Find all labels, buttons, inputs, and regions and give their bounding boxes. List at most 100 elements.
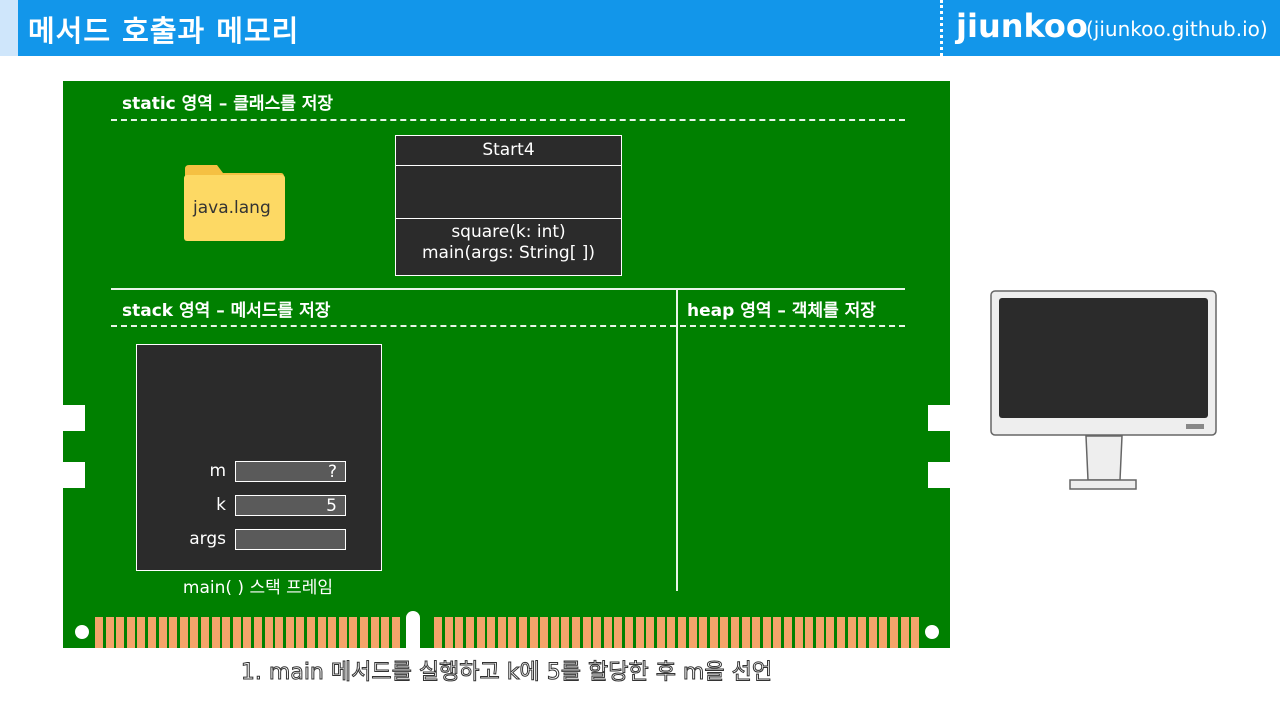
connector-pin	[529, 617, 538, 648]
board-notch-right-bottom	[928, 462, 950, 488]
connector-pin	[847, 617, 856, 648]
stack-area-label: stack 영역 – 메서드를 저장	[122, 301, 331, 321]
connector-pin	[837, 617, 845, 648]
heap-area-label: heap 영역 – 객체를 저장	[687, 301, 876, 321]
connector-pin	[879, 617, 888, 648]
brand-url[interactable]: (jiunkoo.github.io)	[1086, 17, 1268, 41]
stack-heap-divider	[676, 289, 678, 591]
connector-pin	[126, 617, 135, 648]
connector-pin	[709, 617, 718, 648]
connector-pin	[762, 617, 771, 648]
connector-pin	[116, 617, 125, 648]
page-title: 메서드 호출과 메모리	[28, 14, 300, 48]
connector-pin	[890, 617, 898, 648]
board-notch-left-bottom	[63, 462, 85, 488]
class-fields	[396, 166, 621, 219]
connector-pin	[593, 617, 602, 648]
variable-value	[235, 529, 346, 550]
connector-pin	[317, 617, 326, 648]
connector-pin	[868, 617, 877, 648]
mount-hole-left	[75, 625, 89, 639]
connector-pin	[232, 617, 241, 648]
connector-pin	[911, 617, 920, 648]
heap-area-divider	[680, 325, 905, 327]
variable-name: k	[216, 495, 226, 515]
board-notch-left-top	[63, 405, 85, 431]
connector-pin	[201, 617, 209, 648]
connector-pin	[444, 617, 453, 648]
connector-pin	[360, 617, 368, 648]
connector-pin	[572, 617, 580, 648]
board-key-notch	[406, 611, 420, 649]
class-method: main(args: String[ ])	[421, 243, 596, 263]
connector-pin	[550, 617, 559, 648]
header-accent	[0, 0, 18, 56]
static-area-divider	[111, 119, 905, 121]
connector-pin	[370, 617, 379, 648]
connector-pin	[900, 617, 909, 648]
mount-hole-right	[925, 625, 939, 639]
header-divider	[940, 0, 943, 56]
connector-pin	[519, 617, 527, 648]
connector-pin	[222, 617, 231, 648]
stack-area-divider	[111, 325, 676, 327]
connector-pin	[741, 617, 750, 648]
connector-pin	[338, 617, 347, 648]
stack-frame-caption: main( ) 스택 프레임	[182, 578, 334, 598]
variable-value: ?	[235, 461, 346, 482]
connector-pin	[805, 617, 814, 648]
connector-pin	[328, 617, 337, 648]
connector-pin	[105, 617, 114, 648]
connector-pin	[349, 617, 358, 648]
connector-pin	[243, 617, 252, 648]
connector-pin	[296, 617, 305, 648]
connector-pin	[307, 617, 315, 648]
connector-pin	[391, 617, 400, 648]
connector-pins	[95, 617, 920, 648]
connector-pin	[434, 617, 443, 648]
connector-pin	[211, 617, 220, 648]
connector-pin	[752, 617, 761, 648]
connector-pin	[497, 617, 506, 648]
connector-pin	[95, 617, 103, 648]
connector-pin	[720, 617, 729, 648]
region-divider	[111, 288, 905, 290]
connector-pin	[614, 617, 623, 648]
variable-name: args	[189, 529, 226, 549]
connector-pin	[858, 617, 867, 648]
connector-pin	[784, 617, 792, 648]
connector-pin	[635, 617, 644, 648]
folder-icon	[184, 165, 285, 241]
connector-pin	[476, 617, 485, 648]
connector-pin	[508, 617, 517, 648]
connector-pin	[731, 617, 739, 648]
board-notch-right-top	[928, 405, 950, 431]
connector-pin	[254, 617, 262, 648]
static-area-label: static 영역 – 클래스를 저장	[122, 94, 334, 114]
monitor-icon	[990, 290, 1217, 490]
connector-pin	[773, 617, 782, 648]
connector-pin	[466, 617, 474, 648]
connector-pin	[582, 617, 591, 648]
class-box: Start4 square(k: int) main(args: String[…	[395, 135, 622, 276]
step-caption: 1. main 메서드를 실행하고 k에 5를 할당한 후 m을 선언	[240, 660, 773, 686]
class-name: Start4	[396, 136, 621, 166]
brand-name: jiunkoo	[956, 7, 1088, 45]
class-methods: square(k: int) main(args: String[ ])	[396, 222, 621, 264]
connector-pin	[826, 617, 835, 648]
connector-pin	[285, 617, 294, 648]
connector-pin	[667, 617, 676, 648]
connector-pin	[148, 617, 156, 648]
connector-pin	[794, 617, 803, 648]
connector-pin	[264, 617, 273, 648]
connector-pin	[381, 617, 390, 648]
connector-pin	[688, 617, 697, 648]
connector-pin	[455, 617, 464, 648]
connector-pin	[137, 617, 146, 648]
connector-pin	[656, 617, 665, 648]
connector-pin	[603, 617, 612, 648]
connector-pin	[190, 617, 199, 648]
connector-pin	[179, 617, 188, 648]
connector-pin	[678, 617, 686, 648]
connector-pin	[699, 617, 708, 648]
